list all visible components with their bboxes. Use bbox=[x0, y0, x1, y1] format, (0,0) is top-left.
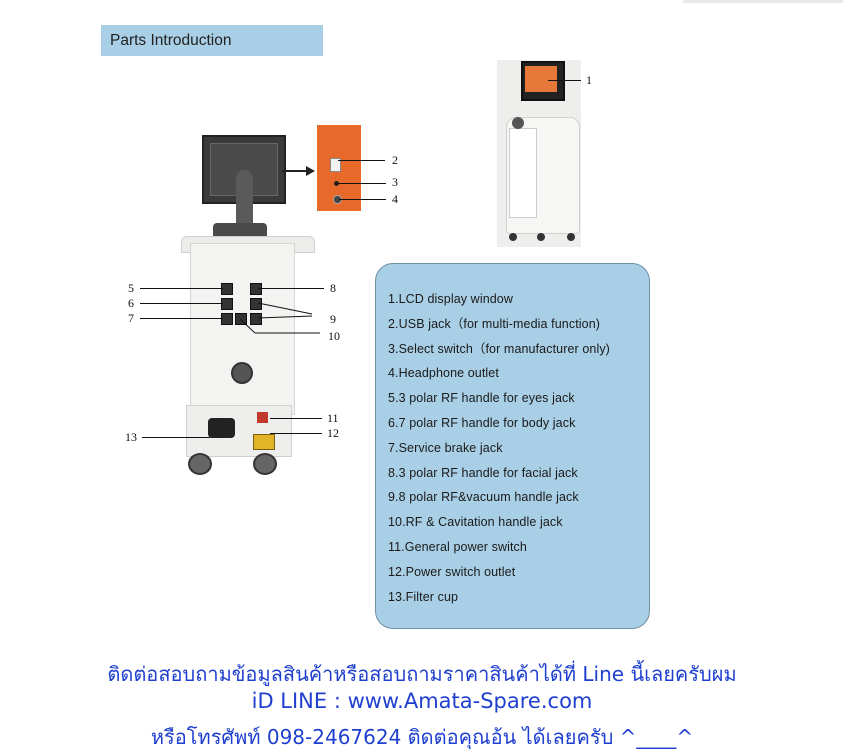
callout-line-7 bbox=[140, 318, 223, 319]
callout-9: 9 bbox=[330, 312, 336, 326]
section-title: Parts Introduction bbox=[110, 32, 232, 49]
legend-item: 10.RF & Cavitation handle jack bbox=[388, 515, 563, 530]
parts-legend: 1.LCD display window 2.USB jack（for mult… bbox=[375, 263, 650, 629]
callout-line-2a bbox=[338, 160, 360, 161]
top-rule bbox=[683, 0, 843, 3]
callout-line-6 bbox=[140, 303, 223, 304]
legend-item: 9.8 polar RF&vacuum handle jack bbox=[388, 490, 579, 505]
legend-list: 1.LCD display window 2.USB jack（for mult… bbox=[388, 291, 610, 613]
legend-item: 3.Select switch（for manufacturer only) bbox=[388, 341, 610, 356]
callout-1: 1 bbox=[586, 73, 592, 87]
callout-7: 7 bbox=[128, 311, 134, 325]
legend-item: 1.LCD display window bbox=[388, 292, 513, 306]
select-switch-icon bbox=[334, 181, 339, 186]
legend-item: 7.Service brake jack bbox=[388, 440, 503, 455]
section-header: Parts Introduction bbox=[101, 25, 323, 56]
legend-item: 4.Headphone outlet bbox=[388, 366, 499, 381]
contact-line-1: ติดต่อสอบถามข้อมูลสินค้าหรือสอบถามราคาสิ… bbox=[107, 662, 737, 686]
callout-line-2 bbox=[360, 160, 385, 161]
legend-item: 11.General power switch bbox=[388, 539, 527, 554]
callout-5: 5 bbox=[128, 281, 134, 295]
callout-line-11 bbox=[270, 418, 322, 419]
fan-icon bbox=[231, 362, 253, 384]
contact-line-website[interactable]: iD LINE : www.Amata-Spare.com bbox=[251, 689, 593, 713]
power-switch-icon bbox=[257, 412, 268, 423]
legend-item: 6.7 polar RF handle for body jack bbox=[388, 415, 576, 430]
wheel-icon bbox=[253, 453, 277, 475]
arrow-line bbox=[282, 170, 312, 172]
callout-line-5 bbox=[140, 288, 223, 289]
callout-line-4 bbox=[339, 199, 386, 200]
callout-2: 2 bbox=[392, 153, 398, 167]
callout-4: 4 bbox=[392, 192, 398, 206]
callout-10: 10 bbox=[328, 329, 340, 343]
legend-item: 2.USB jack（for multi-media function) bbox=[388, 316, 601, 331]
callout-line-1 bbox=[548, 80, 581, 81]
usb-jack-icon bbox=[330, 158, 341, 172]
callout-12: 12 bbox=[327, 426, 339, 440]
callout-line-8 bbox=[258, 288, 324, 289]
callout-3: 3 bbox=[392, 175, 398, 189]
legend-item: 8.3 polar RF handle for facial jack bbox=[388, 465, 578, 480]
legend-item: 5.3 polar RF handle for eyes jack bbox=[388, 391, 575, 406]
arrow-icon bbox=[306, 166, 315, 176]
contact-line-phone: หรือโทรศัพท์ 098-2467624 ติดต่อคุณอ้น ได… bbox=[150, 725, 694, 749]
legend-item: 13.Filter cup bbox=[388, 589, 459, 604]
callout-6: 6 bbox=[128, 296, 134, 310]
callout-11: 11 bbox=[327, 411, 339, 425]
callout-13: 13 bbox=[125, 430, 137, 444]
legend-item: 12.Power switch outlet bbox=[388, 564, 516, 579]
callout-line-13 bbox=[142, 437, 210, 438]
wheel-icon bbox=[188, 453, 212, 475]
power-outlet-icon bbox=[253, 434, 275, 450]
callout-line-3 bbox=[337, 183, 386, 184]
callout-8: 8 bbox=[330, 281, 336, 295]
filter-cup-icon bbox=[208, 418, 235, 438]
callout-line-12 bbox=[270, 433, 322, 434]
side-panel-illustration bbox=[317, 125, 361, 211]
callout-lines-9-10 bbox=[240, 302, 320, 334]
